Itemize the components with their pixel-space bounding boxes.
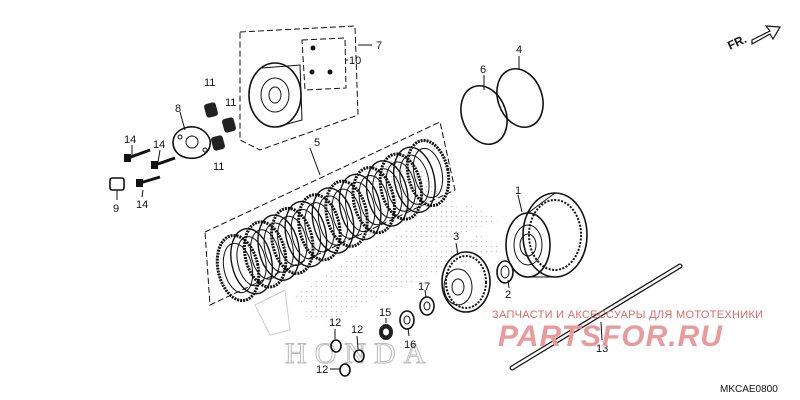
figure-code: MKCAE0800 <box>720 384 778 395</box>
part-8-plate <box>172 111 211 160</box>
part-11-springs <box>204 102 236 151</box>
label-12c: 12 <box>316 364 328 376</box>
label-11b: 11 <box>225 97 236 109</box>
label-15: 15 <box>379 307 391 319</box>
part-1-clutch-outer <box>505 192 588 278</box>
clutch-plate <box>378 152 424 221</box>
direction-arrow-icon <box>751 25 782 46</box>
clutch-plate <box>297 193 342 262</box>
clutch-plate-inner <box>412 147 444 199</box>
site-watermark: ЗАПЧАСТИ И АКСЕССУАРЫ ДЛЯ МОТОТЕХНИКИ PA… <box>492 309 763 353</box>
label-7: 7 <box>376 40 382 52</box>
label-5: 5 <box>314 137 320 149</box>
label-12b: 12 <box>351 324 363 336</box>
label-16: 16 <box>404 339 416 351</box>
label-11c: 11 <box>213 161 224 173</box>
part-15-nut <box>379 318 393 340</box>
watermark-tagline: ЗАПЧАСТИ И АКСЕССУАРЫ ДЛЯ МОТОТЕХНИКИ <box>492 309 763 321</box>
label-4: 4 <box>516 44 522 56</box>
label-3: 3 <box>453 231 459 243</box>
part-2-washer <box>496 260 514 289</box>
clutch-plate <box>405 138 451 208</box>
label-13: 13 <box>596 343 608 355</box>
front-direction-marker: FR. <box>725 25 782 53</box>
clutch-plate <box>257 214 301 281</box>
bolts-14 <box>124 145 176 198</box>
label-1: 1 <box>515 185 521 197</box>
clutch-plate <box>270 206 315 275</box>
fr-label: FR. <box>725 32 748 53</box>
part-16-washer <box>399 310 415 337</box>
clutch-plate <box>324 179 369 248</box>
callout-labels: 1 2 3 4 5 6 7 8 9 10 11 11 11 12 12 12 1… <box>113 40 608 376</box>
part-17-washer <box>419 289 435 316</box>
clutch-plate <box>351 166 396 235</box>
label-14b: 14 <box>153 139 165 151</box>
label-6: 6 <box>480 64 486 76</box>
label-8: 8 <box>175 103 181 115</box>
label-14c: 14 <box>136 199 148 211</box>
clutch-plate <box>338 173 382 241</box>
watermark-brand: PARTSFOR.RU <box>498 320 723 353</box>
clutch-plate <box>230 227 274 295</box>
label-17: 17 <box>418 281 430 293</box>
label-14a: 14 <box>124 134 136 146</box>
label-10: 10 <box>349 55 361 67</box>
label-11a: 11 <box>204 77 215 89</box>
part-12-clips <box>330 329 365 377</box>
clutch-plate <box>284 200 328 268</box>
part-5-clutch-pack <box>204 121 456 306</box>
part-13-push-rod <box>509 263 683 371</box>
label-12a: 12 <box>329 317 341 329</box>
label-9: 9 <box>113 203 119 215</box>
clutch-plate <box>215 233 261 303</box>
part-4-ring <box>496 56 544 128</box>
label-2: 2 <box>505 289 511 301</box>
part-9-bolt <box>109 177 125 200</box>
part-7-assembly <box>239 25 372 151</box>
clutch-plate <box>365 160 409 227</box>
clutch-plate <box>311 187 355 254</box>
part-6-ring <box>460 75 508 145</box>
part-3-clutch-center <box>441 242 491 313</box>
clutch-plate <box>242 220 288 289</box>
clutch-plate <box>392 146 436 214</box>
